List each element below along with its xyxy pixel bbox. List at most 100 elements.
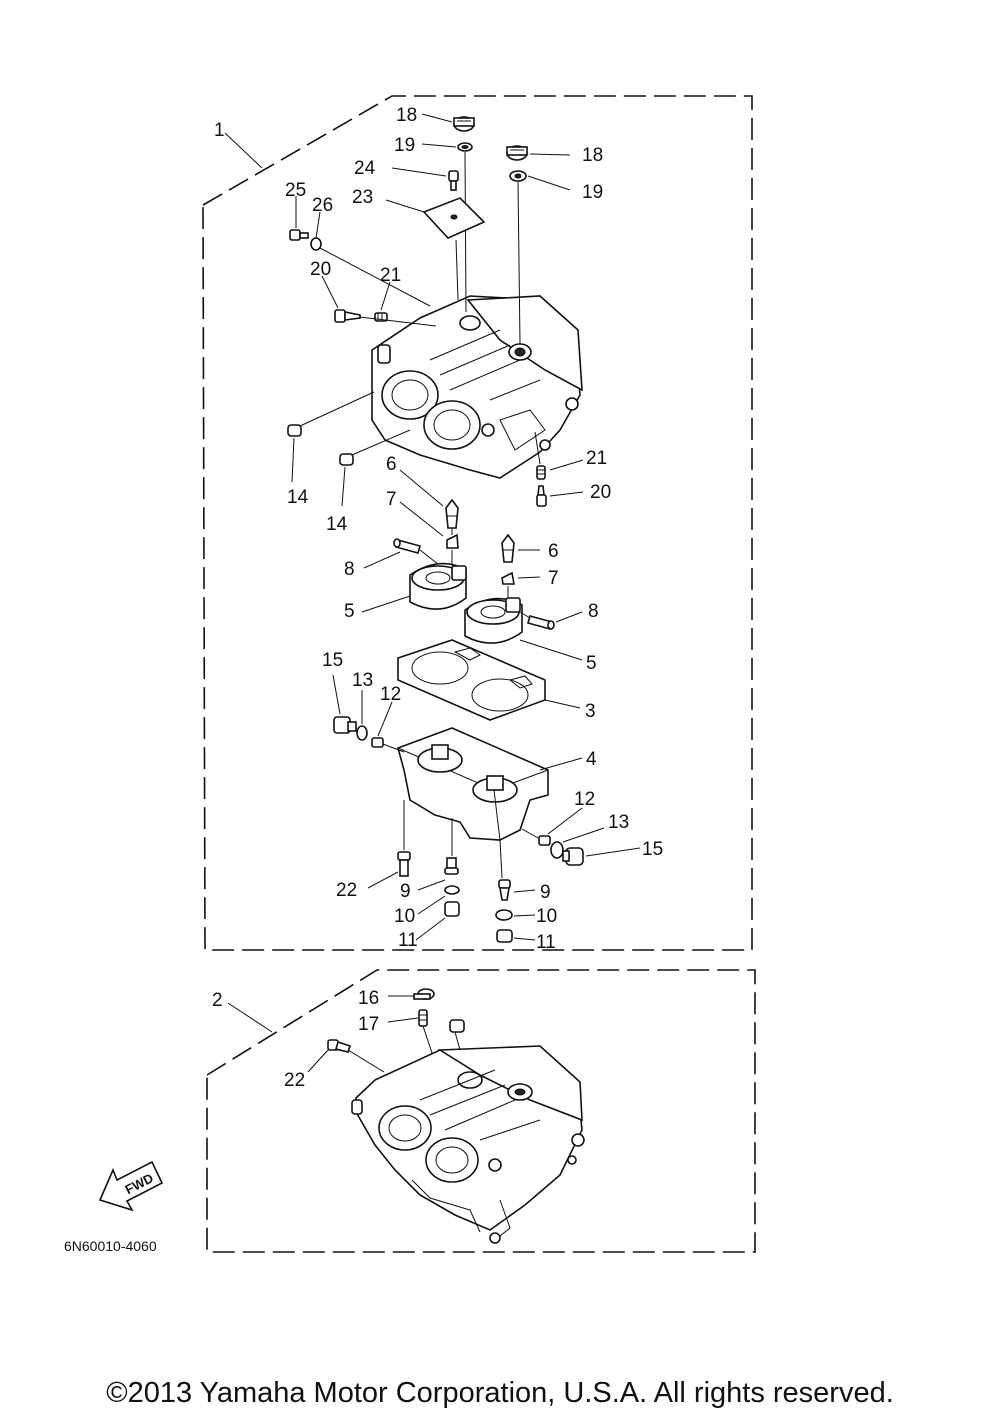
label-13a: 13	[352, 670, 373, 691]
part-12-spring-a	[371, 737, 384, 748]
leader-18b	[529, 153, 571, 156]
leader-20b	[549, 491, 584, 497]
leader-9b	[513, 889, 536, 893]
part-15-drain-plug-a	[333, 716, 357, 734]
label-8a: 8	[344, 559, 355, 580]
leader-17	[387, 1017, 419, 1023]
label-13b: 13	[608, 812, 629, 833]
part-13-o-ring-b	[550, 841, 564, 859]
leader-8a	[363, 551, 401, 569]
leader-1	[224, 132, 263, 169]
leader-7b	[517, 576, 541, 579]
label-20a: 20	[310, 259, 331, 280]
part-20-pilot-screw-b	[536, 485, 547, 507]
guide-line-14b	[351, 429, 411, 456]
part-15-drain-plug-b	[562, 847, 584, 866]
part-13-o-ring-a	[356, 725, 368, 741]
part-23-cover-plate	[422, 197, 486, 239]
label-16: 16	[358, 988, 379, 1009]
guide-line-12b	[521, 828, 539, 839]
label-14b: 14	[326, 514, 348, 535]
part-18-plug-b	[506, 145, 528, 161]
part-7-clip-b	[501, 571, 515, 585]
label-12a: 12	[380, 684, 401, 705]
part-11-plug-a	[444, 901, 460, 917]
label-11b: 11	[536, 932, 556, 953]
leader-22a	[367, 871, 399, 889]
leader-3	[544, 699, 581, 709]
part-9-jet-a	[444, 857, 459, 875]
leader-21a	[380, 281, 391, 311]
part-5-float-b	[464, 597, 523, 644]
label-9a: 9	[400, 881, 411, 902]
guide-line-14a	[299, 391, 375, 427]
label-4: 4	[586, 749, 597, 770]
label-6a: 6	[386, 454, 397, 475]
leader-20a	[321, 275, 339, 309]
label-9b: 9	[540, 882, 551, 903]
part-8-float-pin-b	[527, 615, 555, 630]
copyright-notice: ©2013 Yamaha Motor Corporation, U.S.A. A…	[106, 1377, 894, 1409]
part-3-gasket	[397, 639, 546, 721]
label-18b: 18	[582, 145, 603, 166]
part-9-jet-b	[498, 879, 511, 901]
label-6b: 6	[548, 541, 559, 562]
label-24: 24	[354, 158, 376, 179]
part-5-float-a	[409, 562, 467, 610]
label-7b: 7	[548, 568, 559, 589]
part-10-washer-a	[444, 885, 460, 895]
leader-11a	[415, 917, 446, 941]
part-12-spring-b	[538, 835, 551, 846]
label-14a: 14	[287, 487, 309, 508]
part-25-screw	[289, 229, 309, 241]
leader-2	[227, 1002, 273, 1033]
guide-line-23	[455, 239, 459, 301]
leader-15b	[585, 847, 641, 857]
label-19b: 19	[582, 182, 603, 203]
assembly-label-2: 2	[212, 990, 223, 1011]
leader-18a	[421, 113, 453, 123]
part-14-screw-b	[339, 453, 354, 466]
guide-line-22b	[347, 1049, 385, 1073]
label-21a: 21	[380, 265, 401, 286]
leader-15a	[332, 674, 341, 715]
part-19-washer-a	[457, 142, 473, 152]
label-10a: 10	[394, 906, 415, 927]
part-14-screw-a	[287, 424, 302, 437]
leader-5b	[519, 639, 583, 661]
part-8-float-pin-a	[393, 538, 421, 554]
label-15b: 15	[642, 839, 663, 860]
guide-line-8b	[519, 611, 531, 619]
part-26-washer	[310, 237, 322, 251]
leader-7a	[399, 501, 444, 537]
part-11-plug-b	[496, 929, 513, 943]
guide-line-18a	[464, 151, 467, 313]
label-7a: 7	[386, 489, 397, 510]
assembly-1-boundary	[202, 95, 753, 951]
drawing-code: 6N60010-4060	[64, 1238, 157, 1254]
label-10b: 10	[536, 906, 557, 927]
part-10-washer-b	[495, 909, 513, 921]
label-12b: 12	[574, 789, 595, 810]
leader-8b	[555, 611, 583, 623]
carburetor-complete-assembly	[351, 1019, 585, 1244]
part-6-needle-valve-a	[445, 498, 459, 529]
guide-line-21b	[534, 431, 541, 465]
guide-line-18b	[517, 181, 521, 345]
guide-line-20a	[359, 316, 437, 327]
part-21-spring-b	[536, 465, 546, 480]
part-22-screw-b	[327, 1039, 352, 1053]
label-15a: 15	[322, 650, 343, 671]
label-18a: 18	[396, 105, 417, 126]
leader-9a	[417, 879, 446, 891]
label-19a: 19	[394, 135, 415, 156]
leader-12b	[547, 807, 583, 835]
leader-22b	[307, 1049, 329, 1073]
leader-5a	[361, 595, 411, 613]
leader-4	[539, 757, 583, 771]
label-26: 26	[312, 195, 333, 216]
label-5b: 5	[586, 653, 597, 674]
part-7-clip-a	[446, 533, 459, 549]
part-18-plug-a	[453, 116, 475, 132]
